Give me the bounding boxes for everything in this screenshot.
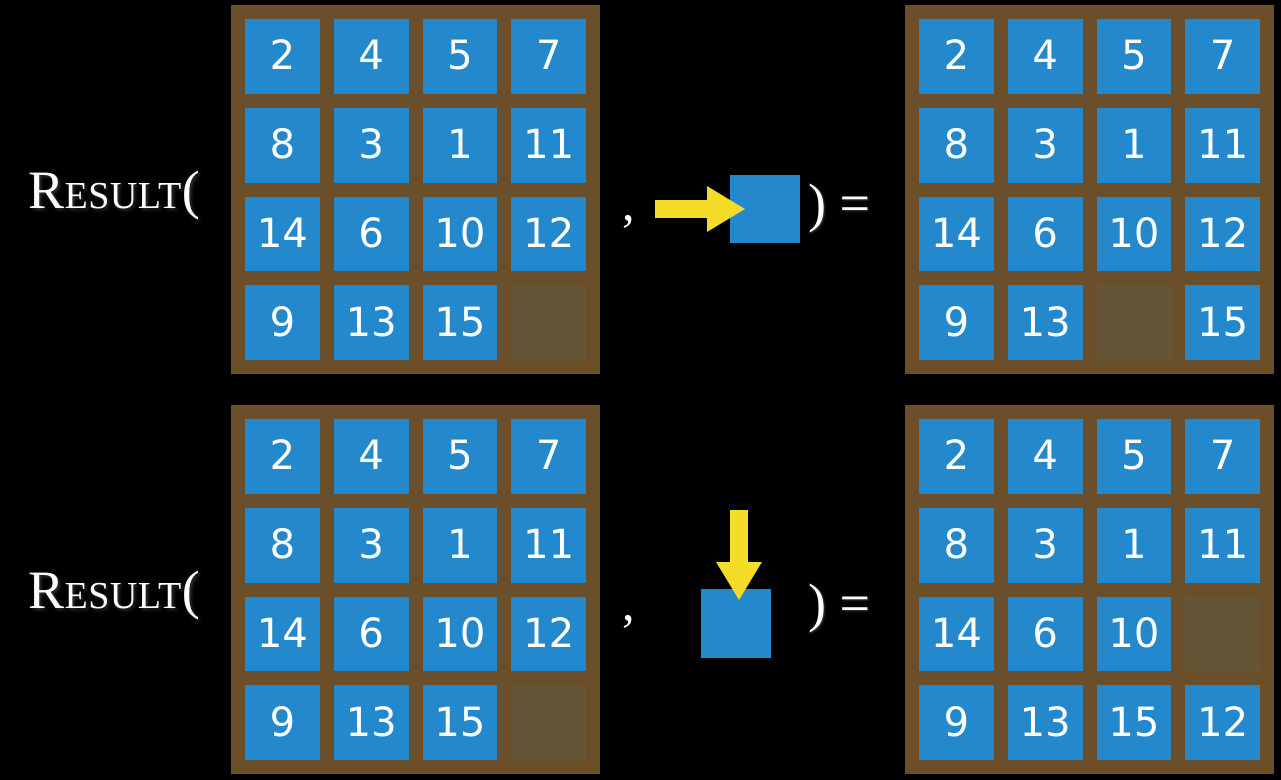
argument-separator: , (622, 575, 635, 631)
tile[interactable]: 13 (333, 285, 409, 360)
puzzle-grid: 2 4 5 7 8 3 1 11 14 6 10 12 9 13 15 (245, 19, 586, 360)
tile[interactable]: 13 (1007, 285, 1083, 360)
tile[interactable]: 6 (333, 596, 409, 672)
tile[interactable]: 12 (1185, 685, 1260, 760)
tile[interactable]: 11 (1185, 507, 1260, 583)
argument-separator: , (622, 175, 635, 231)
tile[interactable]: 12 (511, 596, 586, 672)
operator-zone: , ) = (600, 0, 905, 380)
result-function-label: Result( (28, 560, 201, 620)
tile[interactable]: 15 (422, 685, 498, 760)
tile[interactable]: 12 (1185, 196, 1260, 272)
tile[interactable]: 5 (1096, 419, 1172, 494)
tile[interactable]: 14 (919, 196, 994, 272)
tile[interactable]: 7 (1185, 419, 1260, 494)
tile[interactable]: 8 (245, 507, 320, 583)
tile[interactable]: 9 (245, 685, 320, 760)
tile[interactable]: 7 (511, 419, 586, 494)
tile[interactable]: 1 (1096, 107, 1172, 183)
equation-row: Result( 2 4 5 7 8 3 1 11 14 6 10 12 9 13… (0, 400, 1281, 780)
tile[interactable]: 9 (919, 685, 994, 760)
tile[interactable]: 11 (511, 507, 586, 583)
tile[interactable]: 8 (245, 107, 320, 183)
tile[interactable]: 8 (919, 507, 994, 583)
tile[interactable]: 4 (1007, 19, 1083, 94)
tile[interactable]: 2 (245, 419, 320, 494)
equation-row: Result( 2 4 5 7 8 3 1 11 14 6 10 12 9 13… (0, 0, 1281, 380)
tile[interactable]: 2 (245, 19, 320, 94)
tile[interactable]: 3 (333, 507, 409, 583)
tile[interactable]: 1 (422, 507, 498, 583)
output-puzzle-board: 2 4 5 7 8 3 1 11 14 6 10 9 13 15 12 (905, 405, 1274, 774)
input-puzzle-board: 2 4 5 7 8 3 1 11 14 6 10 12 9 13 15 (231, 5, 600, 374)
tile[interactable]: 9 (245, 285, 320, 360)
tile[interactable]: 9 (919, 285, 994, 360)
tile[interactable]: 10 (1096, 596, 1172, 672)
output-puzzle-board: 2 4 5 7 8 3 1 11 14 6 10 12 9 13 15 (905, 5, 1274, 374)
tile[interactable]: 7 (511, 19, 586, 94)
tile[interactable]: 2 (919, 19, 994, 94)
move-target-square (701, 589, 771, 658)
tile[interactable]: 13 (333, 685, 409, 760)
tile[interactable]: 11 (511, 107, 586, 183)
tile[interactable]: 10 (422, 196, 498, 272)
tile[interactable]: 2 (919, 419, 994, 494)
tile[interactable]: 10 (422, 596, 498, 672)
tile[interactable]: 8 (919, 107, 994, 183)
empty-slot[interactable] (1185, 596, 1260, 672)
tile[interactable]: 11 (1185, 107, 1260, 183)
tile[interactable]: 5 (422, 419, 498, 494)
tile[interactable]: 6 (333, 196, 409, 272)
tile[interactable]: 5 (1096, 19, 1172, 94)
tile[interactable]: 6 (1007, 196, 1083, 272)
close-paren-equals: ) = (808, 573, 870, 633)
result-function-label: Result( (28, 160, 201, 220)
tile[interactable]: 4 (1007, 419, 1083, 494)
puzzle-grid: 2 4 5 7 8 3 1 11 14 6 10 9 13 15 12 (919, 419, 1260, 760)
tile[interactable]: 15 (1185, 285, 1260, 360)
tile[interactable]: 7 (1185, 19, 1260, 94)
close-paren-equals: ) = (808, 173, 870, 233)
tile[interactable]: 4 (333, 419, 409, 494)
arrow-right-icon (655, 186, 745, 232)
tile[interactable]: 1 (422, 107, 498, 183)
input-puzzle-board: 2 4 5 7 8 3 1 11 14 6 10 12 9 13 15 (231, 405, 600, 774)
tile[interactable]: 1 (1096, 507, 1172, 583)
tile[interactable]: 6 (1007, 596, 1083, 672)
tile[interactable]: 5 (422, 19, 498, 94)
puzzle-grid: 2 4 5 7 8 3 1 11 14 6 10 12 9 13 15 (245, 419, 586, 760)
empty-slot[interactable] (511, 285, 586, 360)
tile[interactable]: 10 (1096, 196, 1172, 272)
tile[interactable]: 13 (1007, 685, 1083, 760)
tile[interactable]: 12 (511, 196, 586, 272)
puzzle-grid: 2 4 5 7 8 3 1 11 14 6 10 12 9 13 15 (919, 19, 1260, 360)
arrow-down-icon (716, 510, 762, 600)
empty-slot[interactable] (1096, 285, 1172, 360)
tile[interactable]: 15 (1096, 685, 1172, 760)
tile[interactable]: 3 (333, 107, 409, 183)
tile[interactable]: 14 (919, 596, 994, 672)
operator-zone: , ) = (600, 400, 905, 780)
tile[interactable]: 4 (333, 19, 409, 94)
tile[interactable]: 3 (1007, 507, 1083, 583)
tile[interactable]: 14 (245, 596, 320, 672)
tile[interactable]: 3 (1007, 107, 1083, 183)
tile[interactable]: 15 (422, 285, 498, 360)
empty-slot[interactable] (511, 685, 586, 760)
tile[interactable]: 14 (245, 196, 320, 272)
